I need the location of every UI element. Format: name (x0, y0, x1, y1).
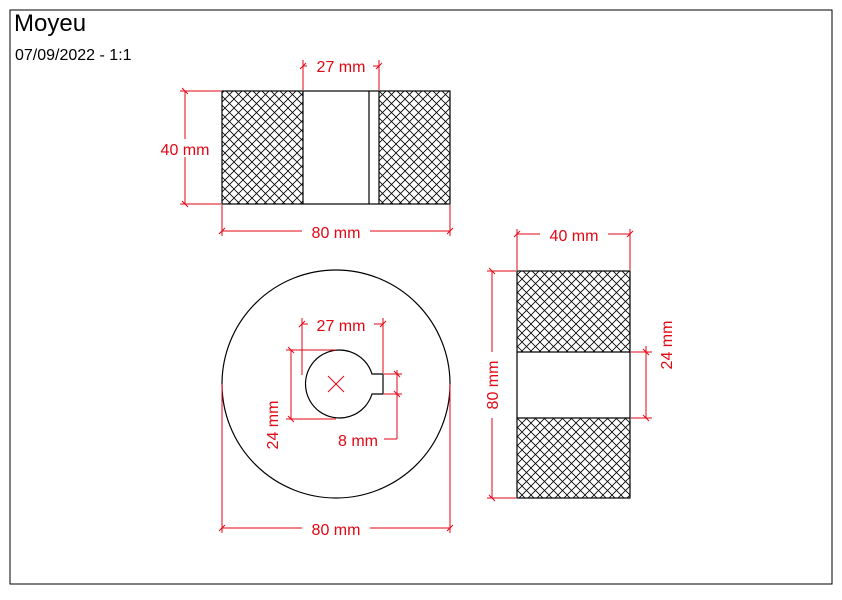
front-view-bore-with-keyway (304, 349, 384, 419)
dim-front-key: 8 mm (338, 370, 402, 450)
dim-top-height: 40 mm (152, 87, 221, 208)
top-view (221, 90, 451, 205)
sheet-frame (9, 9, 833, 585)
dim-top-height-label: 40 mm (161, 142, 210, 159)
top-view-outline (221, 90, 451, 205)
dim-side-width-label: 40 mm (550, 228, 599, 245)
dim-front-bore: 27 mm (298, 315, 387, 375)
front-view (221, 269, 451, 499)
dim-side-height: 80 mm (483, 267, 516, 502)
dim-top-width: 80 mm (218, 205, 454, 242)
side-view-outline (516, 270, 631, 499)
drawing-date-scale: 07/09/2022 - 1:1 (15, 47, 132, 64)
dim-front-diameter-label: 80 mm (312, 522, 361, 539)
dim-top-bore-label: 27 mm (317, 59, 366, 76)
dim-side-width: 40 mm (513, 225, 634, 270)
dim-top-bore: 27 mm (299, 56, 383, 90)
dim-side-bore-label: 24 mm (659, 321, 676, 370)
dim-front-bore-height-label: 24 mm (265, 401, 282, 450)
side-view (516, 270, 631, 499)
dim-side-height-label: 80 mm (485, 361, 502, 410)
dim-front-bore-label: 27 mm (317, 318, 366, 335)
side-view-hatch-bottom (516, 417, 631, 499)
dim-front-bore-height: 24 mm (265, 346, 336, 450)
top-view-hatch-left (221, 90, 304, 205)
drawing-title: Moyeu (14, 10, 87, 37)
side-view-hatch-top (516, 270, 631, 353)
dim-side-bore: 24 mm (631, 321, 676, 422)
top-view-hatch-right (378, 90, 451, 205)
dim-top-width-label: 80 mm (312, 225, 361, 242)
dim-front-key-label: 8 mm (338, 433, 378, 450)
dim-front-diameter: 80 mm (218, 384, 454, 539)
